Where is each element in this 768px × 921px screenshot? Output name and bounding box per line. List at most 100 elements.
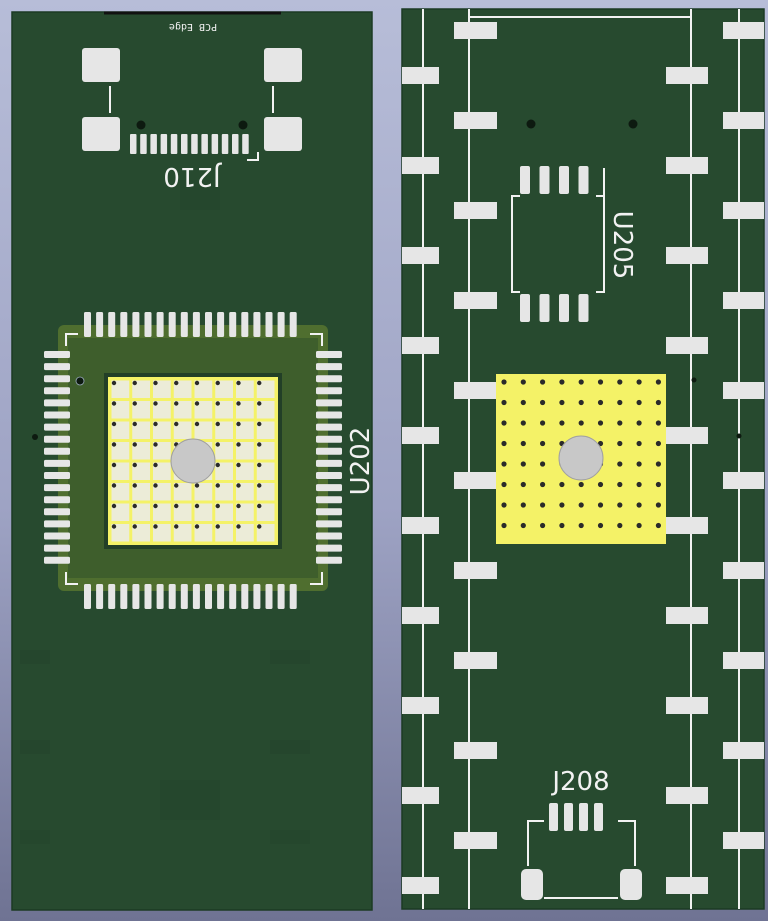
header-pad: [402, 67, 439, 84]
qfp-pin: [316, 387, 342, 395]
header-pad: [402, 157, 439, 174]
thermal-cell: [153, 483, 171, 501]
thermal-cell: [194, 483, 213, 501]
thermal-via: [111, 503, 117, 509]
header-pad: [723, 472, 764, 489]
qfp-pin: [156, 584, 164, 609]
thermal-via: [215, 462, 220, 468]
soic-pin: [559, 294, 569, 322]
thermal-via: [520, 420, 526, 426]
u205-reference: U205: [607, 211, 637, 280]
thermal-cell: [111, 421, 130, 439]
thermal-via: [540, 481, 546, 488]
thermal-cell: [132, 421, 150, 439]
qfp-pin: [108, 584, 116, 609]
thermal-via: [194, 401, 200, 406]
thermal-via: [617, 502, 623, 508]
thermal-via: [540, 399, 546, 406]
thermal-via: [559, 522, 565, 529]
thermal-via: [236, 503, 241, 509]
qfp-pin: [192, 584, 200, 609]
connector-pin: [579, 803, 588, 831]
qfp-pin: [265, 312, 273, 337]
thermal-via: [174, 524, 179, 529]
usb-pin: [221, 134, 229, 154]
qfp-package-icon: [32, 312, 342, 609]
qfp-pin: [44, 556, 70, 564]
qfp-pin: [316, 508, 342, 516]
qfp-pin: [44, 411, 70, 419]
thermal-cell: [111, 442, 130, 460]
qfp-pin: [253, 312, 261, 337]
soic-package-icon: [511, 166, 605, 322]
thermal-via: [636, 399, 642, 406]
thermal-via: [559, 399, 565, 406]
thermal-via: [194, 524, 200, 529]
qfp-pin: [84, 312, 91, 337]
thermal-cell: [256, 401, 275, 419]
thermal-via: [153, 483, 158, 488]
usb-pin: [232, 134, 239, 154]
thermal-via: [501, 440, 507, 447]
thermal-via: [597, 481, 604, 488]
qfp-pin: [316, 484, 342, 492]
thermal-cell: [256, 483, 275, 501]
header-pad: [723, 112, 764, 129]
header-pad: [723, 652, 764, 669]
qfp-pin: [44, 375, 70, 383]
thermal-via: [174, 401, 179, 406]
qfp-pin: [316, 375, 342, 383]
thermal-via: [153, 462, 158, 468]
thermal-via: [655, 399, 662, 406]
thermal-via: [132, 483, 137, 488]
qfp-pin: [44, 484, 70, 492]
thermal-via: [215, 380, 220, 386]
thermal-cell: [173, 483, 192, 501]
qfp-pin: [229, 312, 237, 337]
thermal-via: [257, 462, 262, 468]
thermal-via: [617, 481, 623, 488]
soic-pin: [520, 294, 530, 322]
qfp-pin: [316, 520, 342, 528]
qfp-pin: [180, 584, 188, 609]
thermal-via: [174, 483, 179, 488]
thermal-cell: [111, 380, 130, 398]
qfp-pin: [168, 312, 176, 337]
qfp-pin: [316, 363, 342, 371]
thermal-via: [236, 483, 241, 488]
qfp-pin: [316, 472, 342, 479]
header-pad: [454, 652, 497, 669]
thermal-via: [559, 420, 565, 426]
thermal-via: [153, 442, 158, 447]
thermal-via: [636, 420, 642, 426]
qfp-pin: [277, 312, 285, 337]
qfp-pin: [44, 459, 70, 467]
qfp-pin: [217, 312, 225, 337]
j208-reference: J208: [550, 767, 609, 797]
qfp-pin: [316, 447, 342, 455]
thermal-via: [520, 379, 526, 385]
thermal-cell: [153, 421, 171, 439]
thermal-via: [111, 524, 117, 529]
thermal-via: [617, 399, 623, 406]
header-pad: [454, 292, 497, 309]
thermal-via: [636, 440, 642, 447]
right-board-outline: [401, 8, 765, 910]
thermal-via: [132, 524, 137, 529]
thermal-cell: [111, 462, 130, 480]
usb-c-connector-icon: [82, 48, 302, 161]
qfp-pin: [316, 544, 342, 552]
qfp-pin: [132, 312, 140, 337]
thermal-cell: [236, 503, 254, 521]
qfp-pin: [44, 447, 70, 455]
thermal-cell: [194, 503, 213, 521]
thermal-via: [132, 503, 137, 509]
thermal-via: [578, 379, 584, 385]
qfp-pin: [120, 584, 128, 609]
thermal-via: [132, 421, 137, 427]
thermal-via: [617, 379, 623, 385]
qfp-pin: [44, 387, 70, 395]
thermal-via: [655, 440, 662, 447]
qfp-pin: [144, 584, 152, 609]
